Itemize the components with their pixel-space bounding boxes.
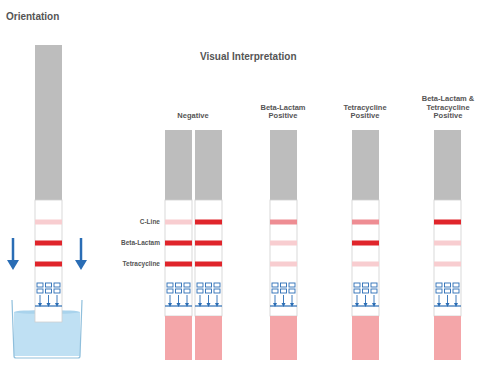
icon <box>281 283 287 287</box>
strip-handle <box>434 130 461 200</box>
flow-line <box>270 305 297 306</box>
icon <box>37 283 43 287</box>
strip-handle <box>352 130 379 200</box>
sample-pad <box>352 316 379 360</box>
result-line <box>165 220 192 225</box>
strip-window <box>195 200 222 316</box>
line-label: C-Line <box>100 218 160 225</box>
icon <box>184 289 190 293</box>
icon <box>363 289 369 293</box>
result-line <box>270 262 297 267</box>
icon <box>37 289 43 293</box>
result-line <box>35 220 62 225</box>
strip-window <box>434 200 461 316</box>
result-line <box>434 262 461 267</box>
icon <box>436 289 442 293</box>
column-heading: Negative <box>163 112 223 121</box>
strip-handle <box>195 130 222 200</box>
result-line <box>195 220 222 225</box>
strip-window <box>270 200 297 316</box>
sample-pad <box>165 316 192 360</box>
icon <box>184 283 190 287</box>
icon <box>46 289 52 293</box>
icon <box>272 283 278 287</box>
strip-handle <box>165 130 192 200</box>
flow-line <box>352 305 379 306</box>
icon <box>176 283 182 287</box>
icon <box>436 283 442 287</box>
icon <box>445 283 451 287</box>
result-line <box>270 220 297 225</box>
column-heading: Beta-Lactam & Tetracycline Positive <box>420 95 476 121</box>
icon <box>46 283 52 287</box>
icon <box>54 283 60 287</box>
result-line <box>165 241 192 246</box>
section-heading: Visual Interpretation <box>200 51 400 63</box>
result-line <box>352 241 379 246</box>
icon <box>167 283 173 287</box>
strip-handle <box>270 130 297 200</box>
strip-window <box>165 200 192 316</box>
icon <box>371 283 377 287</box>
icon <box>371 289 377 293</box>
result-line <box>35 241 62 246</box>
flow-line <box>165 305 192 306</box>
icon <box>206 289 212 293</box>
icon <box>445 289 451 293</box>
line-label: Tetracycline <box>100 260 160 267</box>
section-heading: Orientation <box>6 11 126 23</box>
icon <box>354 289 360 293</box>
icon <box>281 289 287 293</box>
icon <box>197 289 203 293</box>
icon <box>167 289 173 293</box>
column-heading: Beta-Lactam Positive <box>253 104 313 121</box>
result-line <box>434 241 461 246</box>
icon <box>54 289 60 293</box>
test-strip <box>195 130 222 360</box>
icon <box>453 283 459 287</box>
flow-line <box>434 305 461 306</box>
strip-handle <box>35 45 62 200</box>
icon <box>289 289 295 293</box>
sample-pad <box>195 316 222 360</box>
icon <box>289 283 295 287</box>
icon <box>206 283 212 287</box>
strip-window <box>352 200 379 316</box>
icon <box>272 289 278 293</box>
column-heading: Tetracycline Positive <box>335 104 395 121</box>
result-line <box>165 262 192 267</box>
flow-line <box>195 305 222 306</box>
icon <box>214 283 220 287</box>
icon <box>176 289 182 293</box>
icon <box>453 289 459 293</box>
test-strip <box>35 45 62 322</box>
sample-pad <box>434 316 461 360</box>
flow-line <box>35 305 62 306</box>
icon <box>197 283 203 287</box>
result-line <box>195 241 222 246</box>
result-line <box>434 220 461 225</box>
icon <box>363 283 369 287</box>
result-line <box>35 262 62 267</box>
test-strip <box>165 130 192 360</box>
line-label: Beta-Lactam <box>100 239 160 246</box>
test-strip <box>434 130 461 360</box>
result-line <box>270 241 297 246</box>
test-strip <box>352 130 379 360</box>
sample-pad <box>270 316 297 360</box>
result-line <box>352 220 379 225</box>
result-line <box>352 262 379 267</box>
icon <box>354 283 360 287</box>
result-line <box>195 262 222 267</box>
strip-window <box>35 200 62 322</box>
icon <box>214 289 220 293</box>
test-strip <box>270 130 297 360</box>
